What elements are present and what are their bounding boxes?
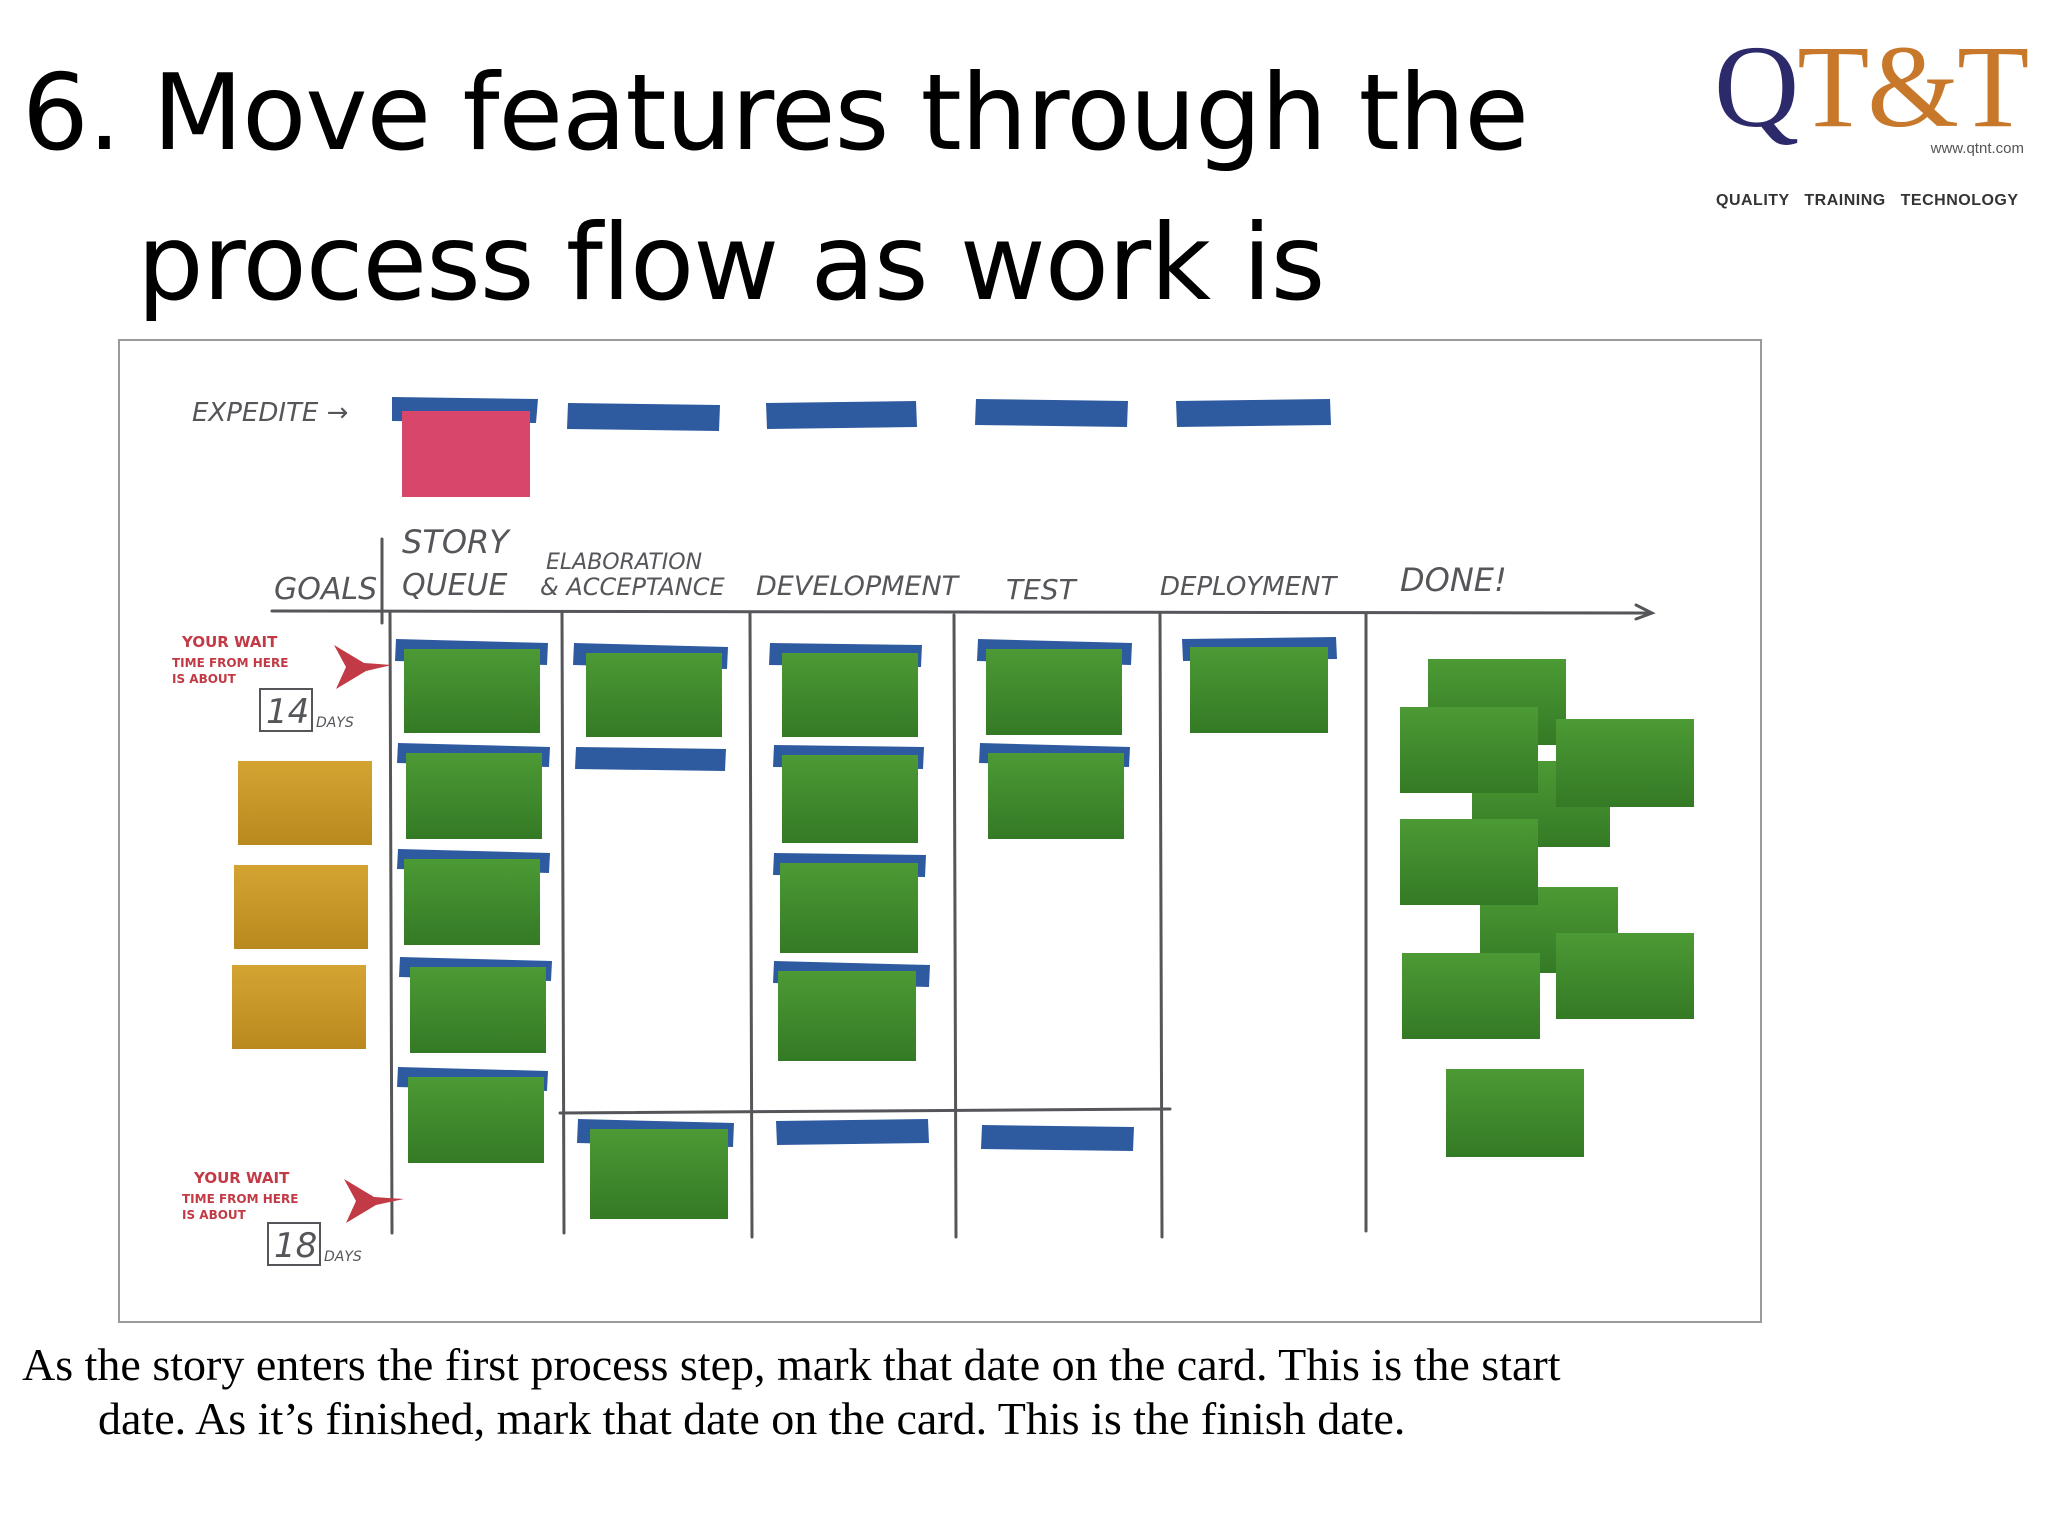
story-card — [410, 967, 546, 1053]
column-elab-line1: ELABORATION — [546, 550, 702, 575]
expedite-lane-bars — [392, 397, 1331, 431]
deployment-lane — [1182, 637, 1337, 733]
column-story-line2: QUEUE — [402, 568, 507, 603]
wait-top-line1: YOUR WAIT — [181, 633, 278, 651]
story-card — [1556, 933, 1694, 1019]
wait-top-number: 14 — [266, 692, 309, 732]
title-line-1: 6. Move features through the — [22, 52, 1528, 174]
wait-bottom-line1: YOUR WAIT — [193, 1169, 290, 1187]
slide-caption: As the story enters the first process st… — [22, 1338, 2012, 1446]
split-lane-line — [560, 1109, 1170, 1113]
story-card — [986, 649, 1122, 735]
story-card — [408, 1077, 544, 1163]
caption-line-2: date. As it’s finished, mark that date o… — [22, 1392, 2012, 1446]
column-deployment: DEPLOYMENT — [1160, 572, 1338, 602]
caption-line-1: As the story enters the first process st… — [22, 1339, 1560, 1390]
story-card — [782, 653, 918, 737]
development-lane — [769, 643, 930, 1145]
wait-arrow-icon — [344, 1179, 404, 1223]
limit-bar — [575, 747, 726, 771]
goal-card — [232, 965, 366, 1049]
limit-bar — [1176, 399, 1331, 427]
column-development: DEVELOPMENT — [756, 571, 961, 602]
logo-tagline: QUALITY TRAINING TECHNOLOGY — [1716, 192, 2019, 210]
story-card — [988, 753, 1124, 839]
story-queue-lane — [395, 639, 552, 1163]
limit-bar — [776, 1119, 929, 1145]
wait-bottom-line3: IS ABOUT — [182, 1208, 247, 1222]
story-card — [404, 859, 540, 945]
expedite-label: EXPEDITE → — [192, 398, 348, 428]
kanban-board-image: EXPEDITE → GOALS STORY QUEUE ELABORATION… — [118, 339, 1762, 1323]
wait-top-unit: DAYS — [316, 715, 354, 731]
story-card — [778, 971, 916, 1061]
column-test: TEST — [1006, 573, 1078, 606]
lane-divider — [390, 613, 392, 1233]
wait-bottom-number: 18 — [274, 1226, 317, 1266]
lane-divider — [750, 613, 752, 1237]
wait-note-top: YOUR WAIT TIME FROM HERE IS ABOUT 14 DAY… — [172, 633, 392, 732]
header-baseline — [272, 611, 1648, 613]
story-card — [586, 653, 722, 737]
lane-divider — [1160, 613, 1162, 1237]
column-done: DONE! — [1400, 561, 1507, 599]
story-card — [1446, 1069, 1584, 1157]
story-card — [590, 1129, 728, 1219]
lane-divider — [954, 615, 956, 1237]
lane-divider — [562, 613, 564, 1233]
story-card — [1400, 707, 1538, 793]
column-elab-line2: & ACCEPTANCE — [540, 573, 726, 601]
elaboration-lane — [573, 643, 734, 1219]
logo-url: www.qtnt.com — [1931, 140, 2024, 157]
goal-card — [234, 865, 368, 949]
column-goals: GOALS — [274, 572, 377, 607]
limit-bar — [975, 399, 1128, 427]
kanban-board-drawing: EXPEDITE → GOALS STORY QUEUE ELABORATION… — [120, 341, 1760, 1321]
story-card — [404, 649, 540, 733]
wait-note-bottom: YOUR WAIT TIME FROM HERE IS ABOUT 18 DAY… — [182, 1169, 404, 1266]
story-card — [406, 753, 542, 839]
qtnt-logo: QT&T www.qtnt.com QUALITY TRAINING TECHN… — [1710, 22, 2030, 202]
logo-mark-q: Q — [1714, 21, 1797, 152]
logo-mark: QT&T — [1714, 22, 2027, 152]
limit-bar — [567, 403, 720, 431]
logo-mark-rest: T&T — [1797, 21, 2027, 152]
goals-lane — [232, 761, 372, 1049]
column-story-line1: STORY — [402, 523, 511, 561]
story-card — [1400, 819, 1538, 905]
wait-top-line2: TIME FROM HERE — [172, 656, 288, 670]
expedite-card — [402, 411, 530, 497]
done-lane — [1400, 659, 1694, 1157]
limit-bar — [766, 401, 917, 429]
test-lane — [977, 639, 1134, 1151]
story-card — [782, 755, 918, 843]
story-card — [780, 863, 918, 953]
wait-top-line3: IS ABOUT — [172, 672, 237, 686]
story-card — [1402, 953, 1540, 1039]
story-card — [1190, 647, 1328, 733]
wait-arrow-icon — [334, 645, 392, 689]
wait-bottom-line2: TIME FROM HERE — [182, 1192, 298, 1206]
goal-card — [238, 761, 372, 845]
story-card — [1556, 719, 1694, 807]
limit-bar — [981, 1125, 1134, 1151]
wait-bottom-unit: DAYS — [324, 1249, 362, 1265]
